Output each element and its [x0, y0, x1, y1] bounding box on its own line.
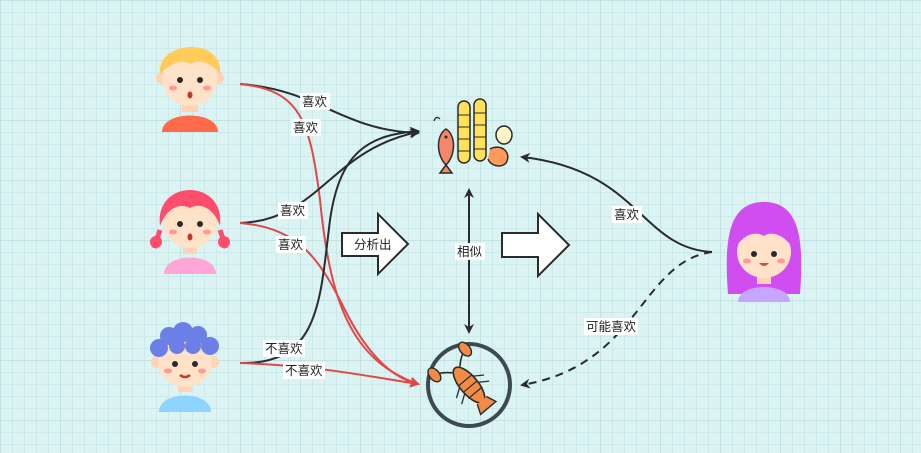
label-like-5: 喜欢: [612, 206, 642, 223]
label-dislike-1: 不喜欢: [263, 340, 305, 357]
purple-hair-girl-avatar-icon: [726, 202, 802, 302]
edge-user3-dislike-item2: [239, 362, 420, 388]
edge-labels: 喜欢 喜欢 喜欢 喜欢 不喜欢 不喜欢 分析出 相似: [263, 93, 642, 379]
edge-user4-maybe-item2: [520, 251, 713, 389]
result-arrow: [501, 211, 571, 279]
label-dislike-2: 不喜欢: [283, 362, 325, 379]
seafood-platter-icon: [433, 98, 513, 174]
svg-text:喜欢: 喜欢: [280, 203, 306, 218]
svg-text:分析出: 分析出: [354, 237, 392, 252]
svg-text:不喜欢: 不喜欢: [265, 341, 303, 356]
svg-text:喜欢: 喜欢: [278, 237, 304, 252]
curly-hair-avatar-icon: [150, 322, 219, 412]
label-like-2: 喜欢: [291, 119, 321, 136]
edge-user1-like-item2: [239, 83, 420, 387]
svg-text:喜欢: 喜欢: [302, 94, 328, 109]
svg-text:不喜欢: 不喜欢: [285, 363, 323, 378]
svg-text:相似: 相似: [457, 244, 483, 259]
label-analyze: 分析出: [354, 237, 392, 252]
label-maybe-like: 可能喜欢: [584, 318, 638, 335]
label-like-3: 喜欢: [278, 202, 308, 219]
label-similar: 相似: [455, 243, 485, 260]
svg-text:喜欢: 喜欢: [293, 120, 319, 135]
lobster-icon: [426, 341, 512, 428]
girl-braids-avatar-icon: [150, 190, 230, 274]
label-like-1: 喜欢: [300, 93, 330, 110]
svg-text:可能喜欢: 可能喜欢: [586, 319, 637, 334]
edge-user2-like-item1: [239, 128, 420, 224]
boy-avatar-icon: [156, 46, 224, 132]
edge-user2-like-item2: [239, 222, 420, 388]
label-like-4: 喜欢: [276, 236, 306, 253]
svg-text:喜欢: 喜欢: [614, 207, 640, 222]
analyze-arrow: [341, 211, 410, 277]
